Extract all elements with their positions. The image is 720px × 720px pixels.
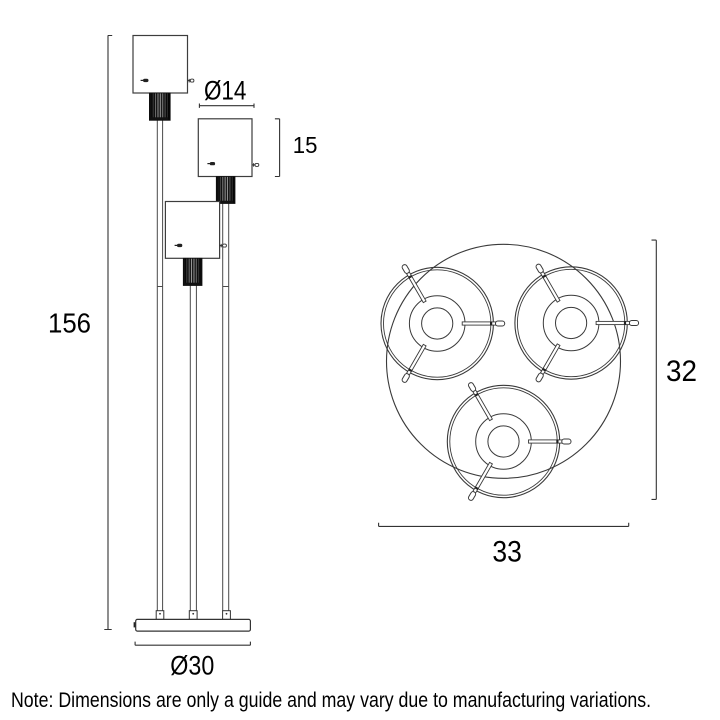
svg-text:33: 33: [492, 536, 522, 569]
svg-text:Note: Dimensions are only a gu: Note: Dimensions are only a guide and ma…: [11, 688, 651, 712]
svg-text:Ø14: Ø14: [204, 75, 247, 105]
svg-text:Ø30: Ø30: [170, 650, 214, 680]
svg-text:32: 32: [666, 355, 697, 388]
svg-text:15: 15: [293, 132, 318, 158]
svg-text:156: 156: [48, 308, 91, 339]
